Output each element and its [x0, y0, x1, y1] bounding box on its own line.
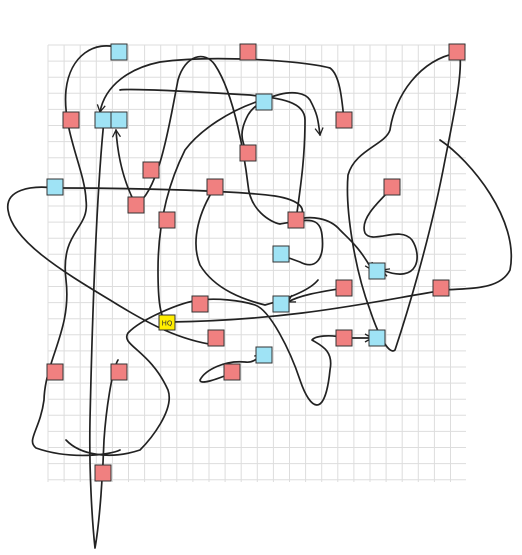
red-node[interactable]	[335, 111, 353, 129]
blue-node[interactable]	[255, 93, 273, 111]
blue-node[interactable]	[46, 178, 64, 196]
red-node[interactable]	[335, 279, 353, 297]
blue-node[interactable]	[368, 262, 386, 280]
route-path	[199, 353, 263, 383]
hq-node[interactable]: HQ	[158, 314, 176, 331]
route-paths	[7, 45, 513, 549]
blue-node[interactable]	[368, 329, 386, 347]
red-node[interactable]	[94, 464, 112, 482]
red-node[interactable]	[191, 295, 209, 313]
hq-label: HQ	[162, 320, 173, 328]
red-node[interactable]	[158, 211, 176, 229]
route-path	[135, 55, 324, 266]
red-node[interactable]	[383, 178, 401, 196]
nodes	[46, 43, 466, 482]
route-path	[241, 91, 324, 154]
blue-node[interactable]	[94, 111, 112, 129]
route-path	[65, 298, 345, 456]
red-node[interactable]	[239, 144, 257, 162]
red-node[interactable]	[207, 329, 225, 347]
red-node[interactable]	[223, 363, 241, 381]
blue-node[interactable]	[272, 245, 290, 263]
route-path	[96, 57, 345, 121]
blue-node[interactable]	[255, 346, 273, 364]
red-node[interactable]	[287, 211, 305, 229]
route-path	[295, 216, 373, 272]
blue-node[interactable]	[110, 111, 128, 129]
red-node[interactable]	[110, 363, 128, 381]
red-node[interactable]	[127, 196, 145, 214]
grid-lines	[47, 44, 466, 482]
blue-node[interactable]	[272, 295, 290, 313]
route-path	[119, 88, 306, 221]
red-node[interactable]	[142, 161, 160, 179]
blue-node[interactable]	[110, 43, 128, 61]
route-path	[31, 45, 121, 457]
route-path	[346, 52, 462, 352]
route-path	[157, 99, 263, 325]
route-path	[169, 139, 513, 323]
route-path	[195, 186, 319, 306]
red-node[interactable]	[448, 43, 466, 61]
route-path	[88, 119, 119, 549]
red-node[interactable]	[335, 329, 353, 347]
red-node[interactable]	[432, 279, 450, 297]
route-path	[363, 187, 418, 277]
route-path	[61, 187, 303, 221]
red-node[interactable]	[239, 43, 257, 61]
red-node[interactable]	[206, 178, 224, 196]
red-node[interactable]	[46, 363, 64, 381]
red-node[interactable]	[62, 111, 80, 129]
